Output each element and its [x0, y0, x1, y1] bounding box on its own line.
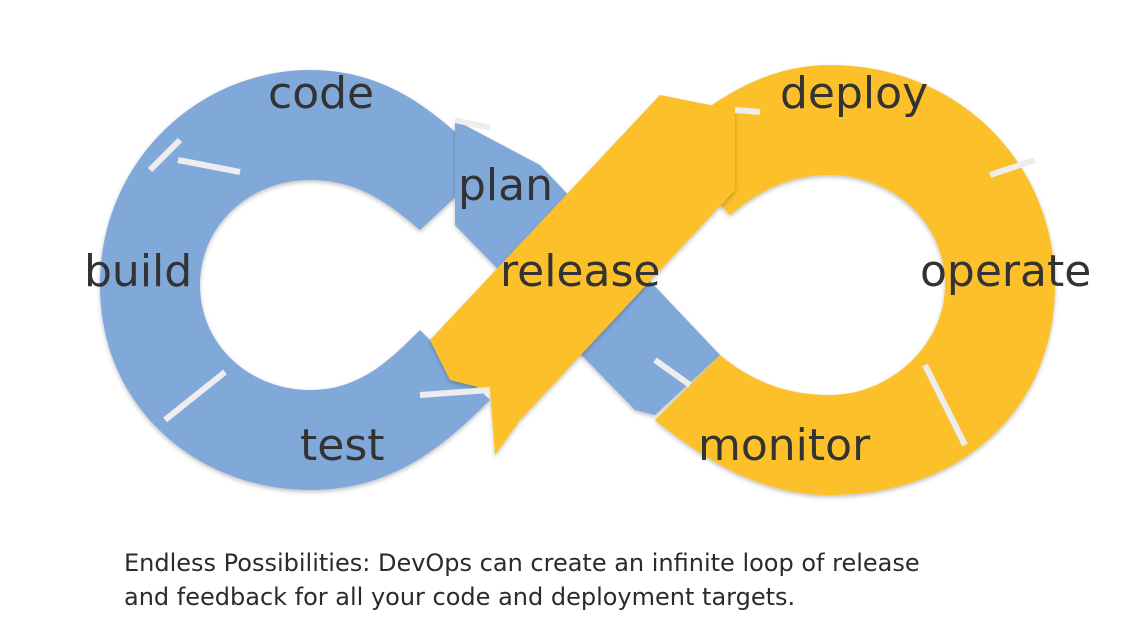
- ops-loop-ring: [655, 65, 1055, 495]
- segment-separators: [147, 107, 1036, 447]
- stage-label-plan: plan: [458, 160, 553, 211]
- caption-line-2: and feedback for all your code and deplo…: [124, 583, 796, 611]
- stage-label-operate: operate: [920, 246, 1091, 297]
- release-band: [430, 95, 735, 455]
- stage-label-test: test: [300, 420, 385, 471]
- stage-label-release: release: [500, 246, 660, 297]
- stage-label-build: build: [84, 246, 192, 297]
- caption-line-1: Endless Possibilities: DevOps can create…: [124, 549, 920, 577]
- dev-loop-ring: [100, 70, 490, 490]
- stage-label-monitor: monitor: [698, 420, 871, 471]
- stage-label-deploy: deploy: [780, 68, 928, 119]
- diagram-caption: Endless Possibilities: DevOps can create…: [124, 546, 1124, 614]
- stage-label-code: code: [268, 68, 374, 119]
